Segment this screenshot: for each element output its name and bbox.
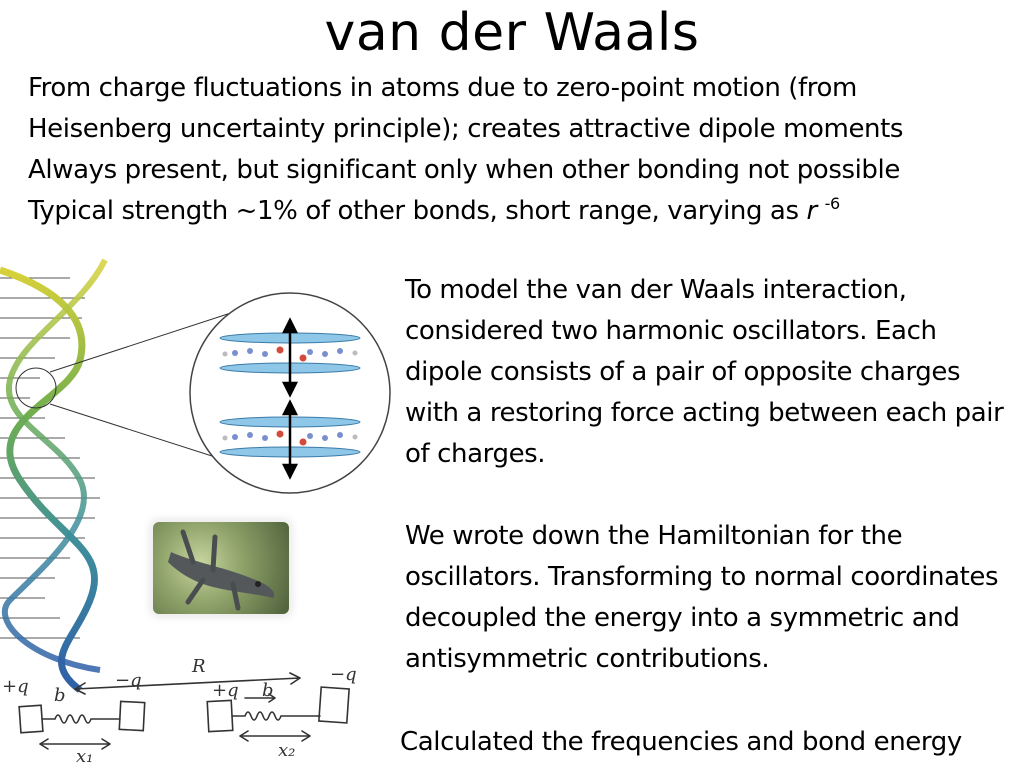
slide-title: van der Waals xyxy=(324,3,700,63)
paragraph-model: To model the van der Waals interaction, … xyxy=(405,275,1004,469)
spring-left xyxy=(41,714,121,724)
b-arrow-right xyxy=(244,693,276,703)
label-x2: x₂ xyxy=(278,740,295,761)
label-minus-q-right: −q xyxy=(330,664,357,685)
charge-box-left-2 xyxy=(118,700,146,732)
helix-strand-2 xyxy=(1,258,108,673)
gecko-icon xyxy=(168,529,275,611)
oscillator-sketch: +q b −q R +q b −q x₁ x₂ xyxy=(2,656,357,766)
gecko-photo xyxy=(153,522,289,614)
bullet-list: From charge fluctuations in atoms due to… xyxy=(28,68,1018,232)
bullet-typical-strength-text: Typical strength ~1% of other bonds, sho… xyxy=(28,196,807,226)
label-minus-q-left: −q xyxy=(115,670,142,691)
label-R: R xyxy=(191,656,206,677)
charge-box-left-1 xyxy=(18,704,44,734)
charge-box-right-1 xyxy=(206,699,234,733)
paragraph-hamiltonian: We wrote down the Hamiltonian for the os… xyxy=(405,521,999,674)
bullet-always-present: Always present, but significant only whe… xyxy=(28,155,900,185)
bullet-typical-strength: Typical strength ~1% of other bonds, sho… xyxy=(28,191,1018,232)
dna-helix-illustration xyxy=(0,258,391,693)
helix-strand-1 xyxy=(0,266,99,693)
label-plus-q-right: +q xyxy=(212,680,239,701)
r-symbol: r xyxy=(806,196,817,226)
r-exponent: -6 xyxy=(824,194,841,213)
bullet-charge-fluctuations: From charge fluctuations in atoms due to… xyxy=(28,73,857,103)
base-pair-rungs xyxy=(0,277,100,639)
label-b-right: b xyxy=(262,680,274,701)
label-x1: x₁ xyxy=(76,746,93,766)
label-plus-q-left: +q xyxy=(2,676,29,697)
stacked-base-pairs xyxy=(219,317,361,480)
bullet-heisenberg: Heisenberg uncertainty principle); creat… xyxy=(28,114,904,144)
x2-arrow xyxy=(239,730,311,742)
spring-right xyxy=(231,711,321,721)
label-b-left: b xyxy=(54,685,66,706)
R-arrow xyxy=(74,672,301,695)
x1-arrow xyxy=(39,738,111,750)
footer-line: Calculated the frequencies and bond ener… xyxy=(400,727,962,757)
zoom-source-circle xyxy=(15,367,57,409)
charge-box-right-2 xyxy=(317,686,351,724)
